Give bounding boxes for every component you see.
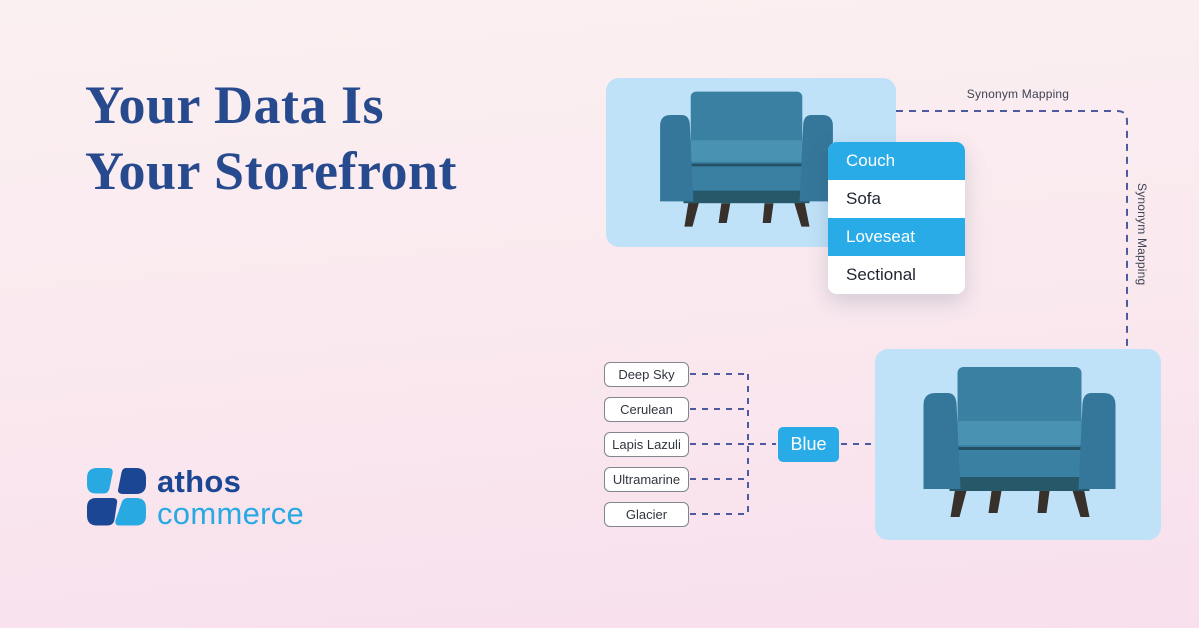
logo-word-commerce: commerce: [157, 496, 305, 531]
color-chip-ultramarine: Ultramarine: [604, 467, 689, 492]
color-chip-glacier: Glacier: [604, 502, 689, 527]
sofa-image: [660, 91, 833, 227]
chip-connector-rows: [690, 373, 748, 515]
logo-word-athos: athos: [157, 464, 242, 499]
dropdown-option-couch[interactable]: Couch: [828, 142, 965, 180]
logo-wordmark: athos commerce: [157, 464, 305, 531]
athos-logo-mark-icon: [87, 468, 146, 526]
page-title: Your Data Is Your Storefront: [85, 72, 457, 204]
color-chip-deep-sky: Deep Sky: [604, 362, 689, 387]
color-chip-cerulean: Cerulean: [604, 397, 689, 422]
color-chip-lapis-lazuli: Lapis Lazuli: [604, 432, 689, 457]
product-card-bottom: [875, 349, 1161, 540]
synonym-mapping-label-top: Synonym Mapping: [966, 87, 1070, 101]
synonym-mapping-label-side: Synonym Mapping: [1135, 183, 1149, 286]
headline-line-2: Your Storefront: [85, 141, 457, 201]
canonical-color-badge: Blue: [778, 427, 839, 462]
dropdown-option-loveseat[interactable]: Loveseat: [828, 218, 965, 256]
athos-commerce-logo: athos commerce: [87, 464, 305, 531]
sofa-image: [923, 367, 1116, 517]
dropdown-option-sofa[interactable]: Sofa: [828, 180, 965, 218]
synonym-dropdown: Couch Sofa Loveseat Sectional: [828, 142, 965, 294]
headline-line-1: Your Data Is: [85, 75, 385, 135]
dropdown-option-sectional[interactable]: Sectional: [828, 256, 965, 294]
